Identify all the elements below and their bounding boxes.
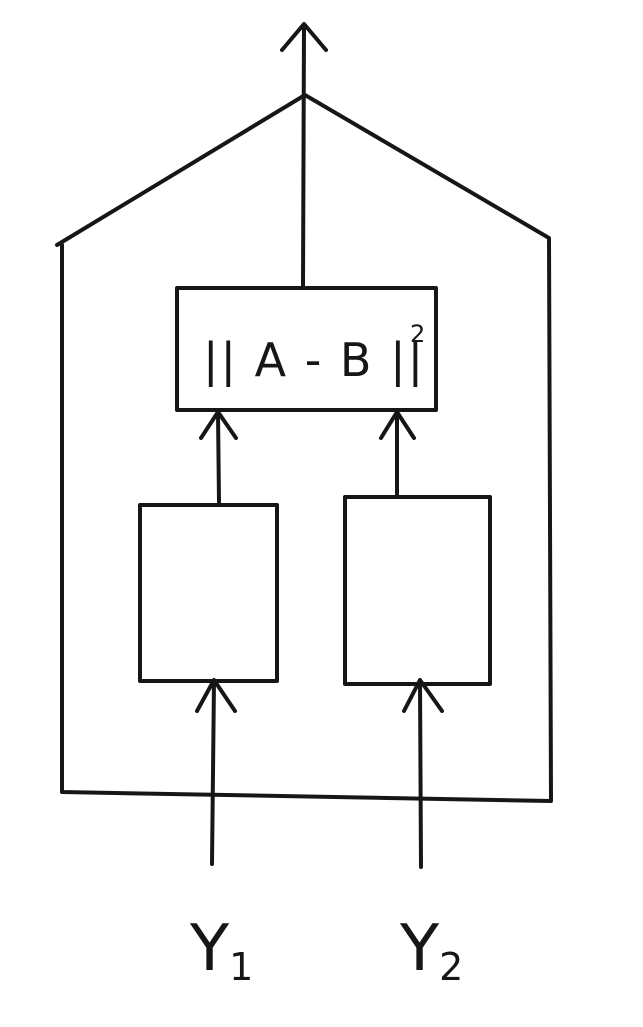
input-2-subscript: 2 xyxy=(439,945,463,989)
difference-norm-block xyxy=(175,286,438,412)
output-arrowhead xyxy=(280,22,328,52)
left-branch-arrow-shaft xyxy=(216,411,221,504)
right-encoder-block xyxy=(343,495,492,686)
input-1-arrowhead xyxy=(195,678,237,713)
input-1-label: Y1 xyxy=(189,912,253,989)
difference-norm-exponent: 2 xyxy=(410,320,425,348)
left-branch-arrowhead xyxy=(199,410,238,440)
right-branch-arrowhead xyxy=(379,410,416,440)
input-2-symbol: Y xyxy=(399,912,440,986)
input-2-arrowhead xyxy=(402,678,444,713)
input-2-arrow-shaft xyxy=(418,679,423,869)
input-1-subscript: 1 xyxy=(229,945,253,989)
input-2-label: Y2 xyxy=(399,912,463,989)
left-encoder-block xyxy=(138,503,279,683)
output-arrow-shaft xyxy=(301,24,306,288)
difference-norm-label: || A - B || xyxy=(203,333,425,388)
input-1-symbol: Y xyxy=(189,912,230,986)
input-1-arrow-shaft xyxy=(210,679,216,866)
outer-frame xyxy=(55,93,553,803)
